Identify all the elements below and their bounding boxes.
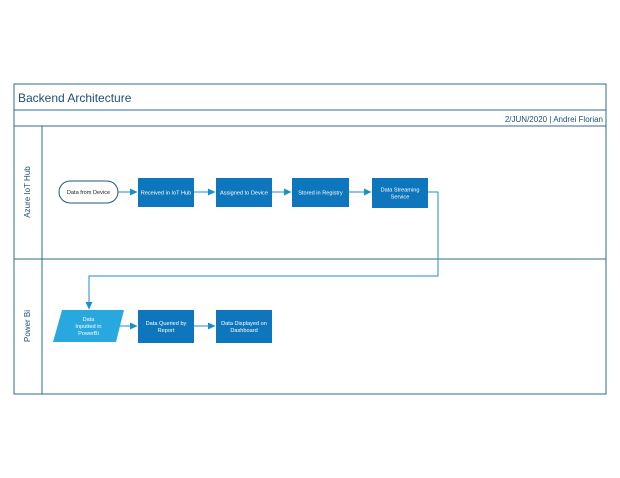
node-label: Stored in Registry [298,190,343,196]
node-label: Received in IoT Hub [141,190,192,196]
process-shape [372,178,428,208]
connector-streaming-to-powerbi [85,191,439,310]
node-stored-in-registry: Stored in Registry [292,178,349,207]
node-label-line: Data [83,317,96,323]
process-shape [138,178,194,207]
node-label-line: Service [391,194,410,200]
node-label-line: Data from Device [67,190,110,196]
node-label: Data from Device [67,190,110,196]
node-label-line: Assigned to Device [220,190,268,196]
node-label-line: Report [158,328,175,334]
date-author: 2/JUN/2020 | Andrei Florian [505,115,603,124]
node-label-line: Dashboard [230,328,257,334]
node-received-in-iot-hub: Received in IoT Hub [138,178,194,207]
process-shape [216,310,272,343]
node-assigned-to-device: Assigned to Device [216,178,272,207]
node-data-from-device: Data from Device [58,180,119,204]
node-label-line: Received in IoT Hub [141,190,192,196]
io-shape [53,310,124,342]
process-shape [292,178,349,207]
diagram-frame [13,83,607,395]
node-label-line: Stored in Registry [298,190,343,196]
terminator-shape [58,180,119,204]
process-shape [216,178,272,207]
diagram-title: Backend Architecture [18,91,132,105]
lane-label-azure-iot-hub: Azure IoT Hub [23,166,32,218]
node-label-line: PowerBi [78,331,99,337]
node-label-line: Inputted in [75,324,101,330]
connectors [85,188,439,330]
node-label-line: Data Queried by [146,321,187,327]
process-shape [138,310,194,343]
lane-label-power-bi: Power Bi [23,310,32,342]
node-label-line: Data Displayed on [221,321,267,327]
node-label: Assigned to Device [220,190,268,196]
node-label-line: Data Streaming [381,187,420,193]
